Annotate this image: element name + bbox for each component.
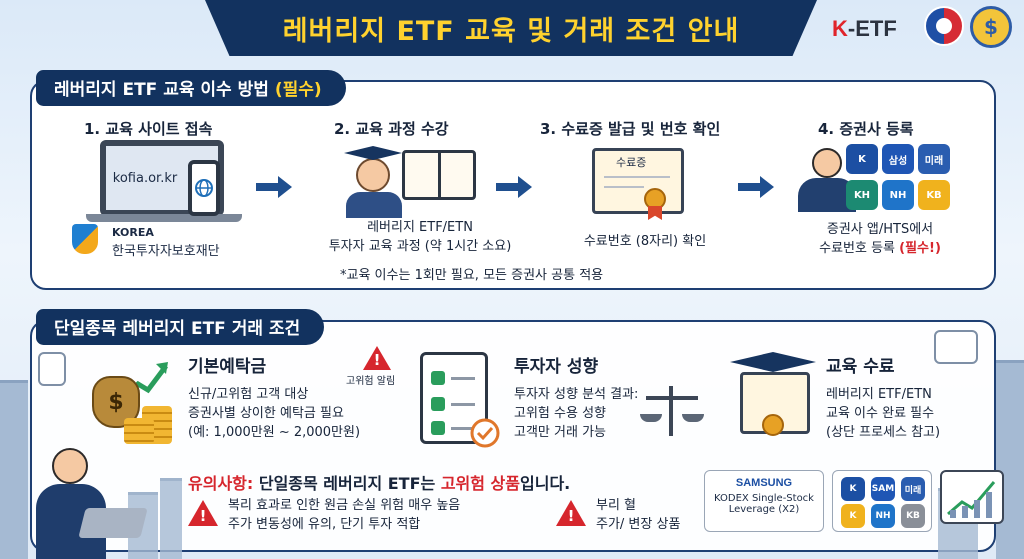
broker-logo-icon: KH: [846, 180, 878, 210]
profile-line: 고위험 수용 성향: [514, 406, 606, 421]
product-name-line2: Leverage (X2): [728, 504, 800, 515]
broker-logo-icon: 미래: [918, 144, 950, 174]
samsung-brand: SAMSUNG: [735, 477, 793, 489]
businessman-icon: [52, 448, 88, 484]
caution-left-line: 주가 변동성에 유의, 단기 투자 적합: [228, 517, 421, 532]
government-emblem-icon: [924, 6, 964, 46]
product-name-line1: KODEX Single-Stock: [714, 493, 814, 504]
broker-logo-icon: NH: [882, 180, 914, 210]
education-line: (상단 프로세스 참고): [826, 425, 941, 440]
broker-logo-icon: K: [846, 144, 878, 174]
broker-logo-icon: K: [841, 477, 865, 501]
step2-title: 2. 교육 과정 수강: [334, 120, 449, 138]
broker-logo-icon: NH: [871, 504, 895, 528]
step2-desc-line1: 레버리지 ETF/ETN: [367, 220, 473, 235]
k-etf-logo: K-ETF: [832, 16, 897, 41]
deposit-title: 기본예탁금: [188, 357, 267, 377]
broker-logo-icon: KB: [918, 180, 950, 210]
product-card: SAMSUNG KODEX Single-Stock Leverage (X2): [704, 470, 824, 532]
profile-line: 고객만 거래 가능: [514, 425, 606, 440]
arrow-right-icon: [256, 176, 292, 198]
certificate-icon: [592, 148, 684, 214]
coin-stack-icon: [124, 418, 154, 444]
check-circle-icon: [470, 418, 500, 448]
broker-logo-icon: 미래: [901, 477, 925, 501]
deposit-line: 신규/고위험 고객 대상: [188, 387, 309, 402]
education-title: 교육 수료: [826, 357, 895, 377]
certificate-line: [604, 186, 644, 188]
broker-logo-card: K SAM 미래 K NH KB: [832, 470, 932, 532]
page-title: 레버리지 ETF 교육 및 거래 조건 안내: [282, 15, 740, 47]
coin-emblem-icon: $: [970, 6, 1012, 48]
arrow-right-icon: [738, 176, 774, 198]
phone-icon: [188, 160, 220, 216]
footnote: *교육 이수는 1회만 필요, 모든 증권사 공통 적용: [340, 268, 604, 283]
profile-title: 투자자 성향: [514, 357, 599, 377]
org-name-en: KOREA: [112, 226, 154, 239]
org-name-ko: 한국투자자보호재단: [112, 244, 220, 259]
broker-logo-icon: K: [841, 504, 865, 528]
caution-left-line: 복리 효과로 인한 원금 손실 위험 매우 높음: [228, 498, 461, 513]
caution-right-line: 주가/ 변장 상품: [596, 517, 681, 532]
broker-logo-icon: 삼성: [882, 144, 914, 174]
step2-desc-line2: 투자자 교육 과정 (약 1시간 소요): [328, 239, 512, 254]
broker-logo-icon: KB: [901, 504, 925, 528]
background-building: [0, 380, 28, 559]
pie-chart-icon: [934, 330, 978, 364]
laptop-base: [86, 214, 242, 222]
step3-title: 3. 수료증 발급 및 번호 확인: [540, 120, 721, 138]
graduation-cap-icon: [730, 352, 816, 372]
laptop-icon: kofia.or.kr: [100, 140, 224, 216]
background-building: [996, 360, 1024, 559]
title-banner: 레버리지 ETF 교육 및 거래 조건 안내: [205, 0, 817, 56]
student-body: [346, 192, 402, 218]
section-tab-trading: 단일종목 레버리지 ETF 거래 조건: [36, 309, 325, 345]
education-line: 레버리지 ETF/ETN: [826, 387, 932, 402]
step4-desc-line1: 증권사 앱/HTS에서: [826, 222, 934, 237]
scale-beam: [646, 396, 698, 400]
open-book-icon: [402, 150, 476, 200]
certificate-label: 수료증: [616, 156, 647, 169]
scale-icon: [669, 386, 673, 436]
stock-chart-icon: [940, 470, 1004, 524]
seal-icon: [762, 414, 784, 436]
caution-title: 유의사항: 단일종목 레버리지 ETF는 고위험 상품입니다.: [188, 474, 571, 493]
background-building: [160, 478, 182, 559]
laptop-icon: [78, 508, 148, 538]
section-tab-education: 레버리지 ETF 교육 이수 방법 (필수): [36, 70, 346, 106]
bar-chart-icon: [38, 352, 66, 386]
caution-right-line: 부리 혈: [596, 498, 637, 513]
broker-logo-icon: SAM: [871, 477, 895, 501]
profile-line: 투자자 성향 분석 결과:: [514, 387, 639, 402]
scale-pan: [640, 414, 662, 422]
arrow-right-icon: [496, 176, 532, 198]
broker-person-icon: [812, 148, 842, 178]
step3-desc: 수료번호 (8자리) 확인: [583, 234, 707, 249]
deposit-line: (예: 1,000만원 ~ 2,000만원): [188, 425, 361, 440]
certificate-line: [604, 176, 670, 178]
step4-title: 4. 증권사 등록: [818, 120, 914, 138]
high-risk-alert: 고위험 알림: [346, 376, 396, 387]
step1-title: 1. 교육 사이트 접속: [84, 120, 213, 138]
kofia-logo-icon: [72, 224, 98, 254]
site-url: kofia.or.kr: [112, 170, 178, 186]
scale-pan: [682, 414, 704, 422]
step4-desc-line2: 수료번호 등록 (필수!): [819, 241, 941, 256]
graduation-cap-icon: [344, 146, 402, 160]
education-line: 교육 이수 완료 필수: [826, 406, 935, 421]
student-icon: [356, 158, 390, 192]
deposit-line: 증권사별 상이한 예탁금 필요: [188, 406, 344, 421]
ribbon-icon: [648, 206, 662, 220]
